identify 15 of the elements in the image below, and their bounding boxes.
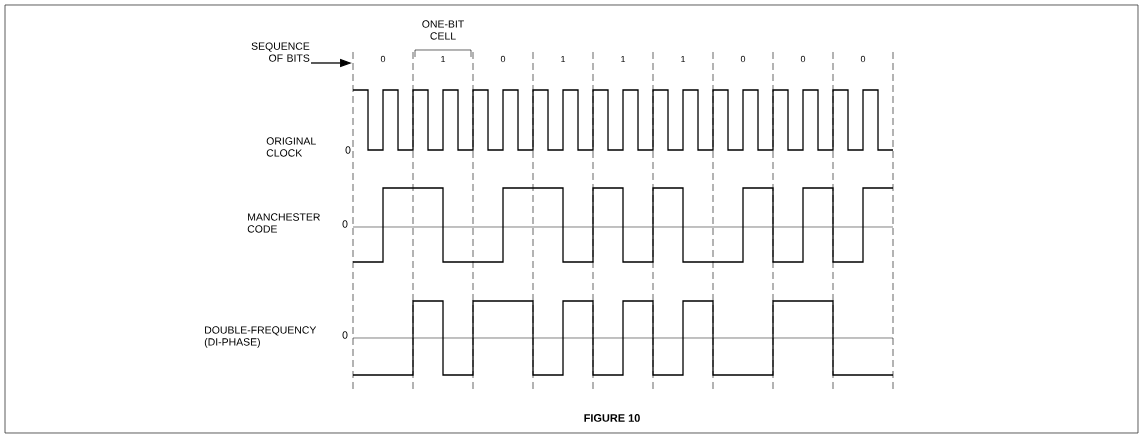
bit-value: 1 [681,55,686,63]
signal-label: SEQUENCE OF BITS [251,42,310,62]
signal-label: DOUBLE-FREQUENCY (DI-PHASE) [204,326,317,348]
signal-label: MANCHESTER CODE [247,213,320,233]
bit-value: 0 [740,55,746,63]
bracket-label: ONE-BIT CELL [422,20,464,40]
bit-value: 1 [441,55,446,63]
bit-value: 1 [561,55,566,63]
signal-label: ORIGINAL CLOCK [266,137,316,157]
bit-value: 1 [621,55,626,63]
bit-value: 0 [800,55,806,63]
bit-value: 0 [380,55,386,63]
figure-caption: FIGURE 10 [584,414,640,422]
bit-value: 0 [860,55,866,63]
bit-value: 0 [500,55,506,63]
